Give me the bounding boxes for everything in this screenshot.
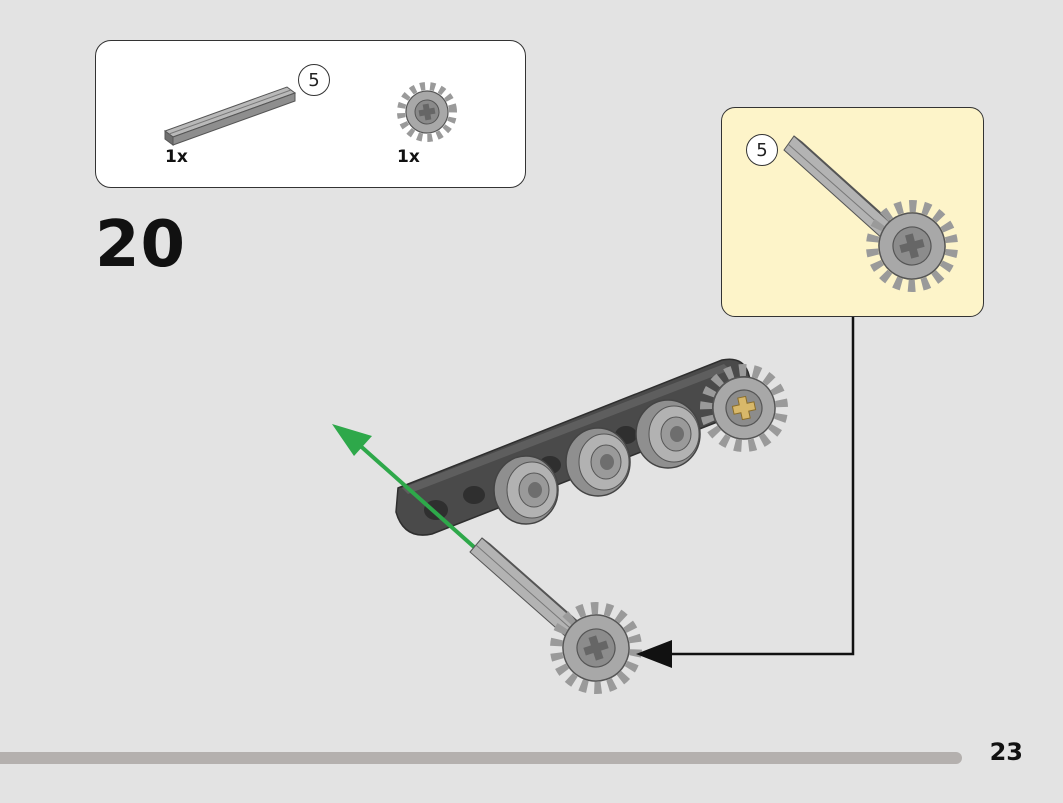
- loose-axle-gear-assembly: [469, 537, 642, 694]
- gear-quantity: 1x: [397, 147, 420, 167]
- step-number: 20: [95, 208, 187, 282]
- gear-part-image: [397, 82, 457, 142]
- callout-axle-gear-assembly: [783, 135, 958, 292]
- bushing-3: [635, 399, 701, 469]
- axle-quantity: 1x: [165, 147, 188, 167]
- parts-list-box: 5 1x 1x: [95, 40, 526, 188]
- beam-gear: [700, 364, 788, 452]
- insertion-arrow: [332, 424, 476, 549]
- axle-length-badge: 5: [298, 64, 330, 96]
- callout-pointer: [636, 317, 855, 668]
- callout-axle-length-badge: 5: [746, 134, 778, 166]
- bushing-2: [565, 427, 631, 497]
- sub-assembly-callout: 5: [721, 107, 984, 317]
- page-progress-bar: [0, 752, 962, 764]
- bushing-1: [493, 455, 559, 525]
- page-number: 23: [989, 738, 1023, 766]
- axle-part-image: [163, 86, 297, 146]
